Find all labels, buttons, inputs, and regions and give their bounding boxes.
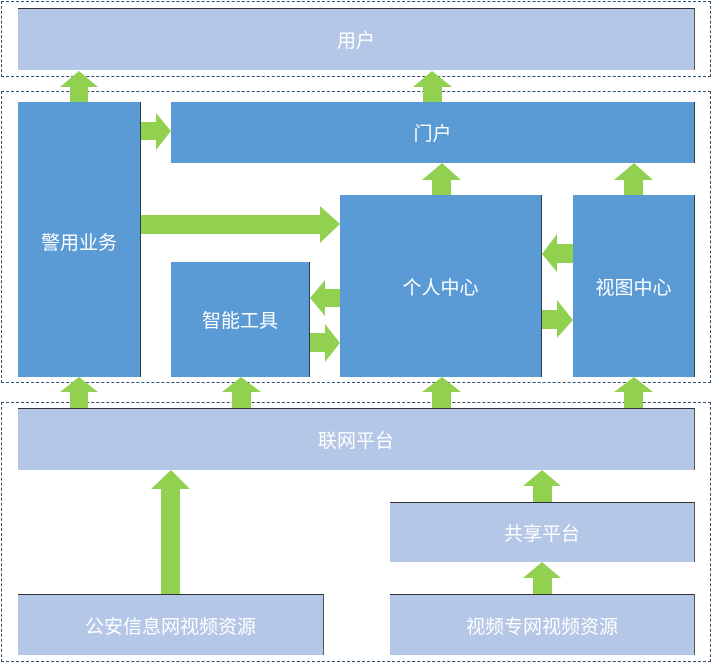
arrow-right-icon	[542, 300, 573, 338]
portal-box: 门户	[171, 102, 695, 163]
personal-center-box: 个人中心	[340, 195, 542, 377]
arrow-up-icon	[151, 470, 190, 594]
private-network-video-box: 视频专网视频资源	[390, 594, 695, 655]
arrow-up-icon	[523, 562, 561, 594]
arrow-right-icon	[310, 324, 340, 362]
arrow-right-icon	[141, 113, 171, 150]
arrow-up-icon	[413, 71, 452, 102]
arrow-left-icon	[542, 234, 573, 272]
arrow-up-icon	[222, 377, 261, 408]
application-layer	[1, 91, 711, 383]
sharing-platform-box: 共享平台	[390, 502, 695, 562]
user-box: 用户	[18, 8, 695, 70]
police-business-box: 警用业务	[18, 102, 141, 377]
network-platform-box: 联网平台	[18, 408, 695, 470]
arrow-up-icon	[422, 377, 461, 408]
user-layer	[1, 1, 711, 77]
arrow-right-icon	[141, 206, 340, 243]
arrow-up-icon	[422, 163, 461, 195]
arrow-left-icon	[310, 280, 340, 316]
platform-layer	[1, 402, 711, 662]
view-center-box: 视图中心	[573, 195, 695, 377]
smart-tools-box: 智能工具	[171, 262, 310, 377]
arrow-up-icon	[614, 163, 653, 195]
arrow-up-icon	[523, 470, 561, 502]
arrow-up-icon	[60, 377, 98, 408]
arrow-up-icon	[614, 377, 653, 408]
arrow-up-icon	[60, 71, 98, 102]
public-security-video-box: 公安信息网视频资源	[18, 594, 324, 655]
